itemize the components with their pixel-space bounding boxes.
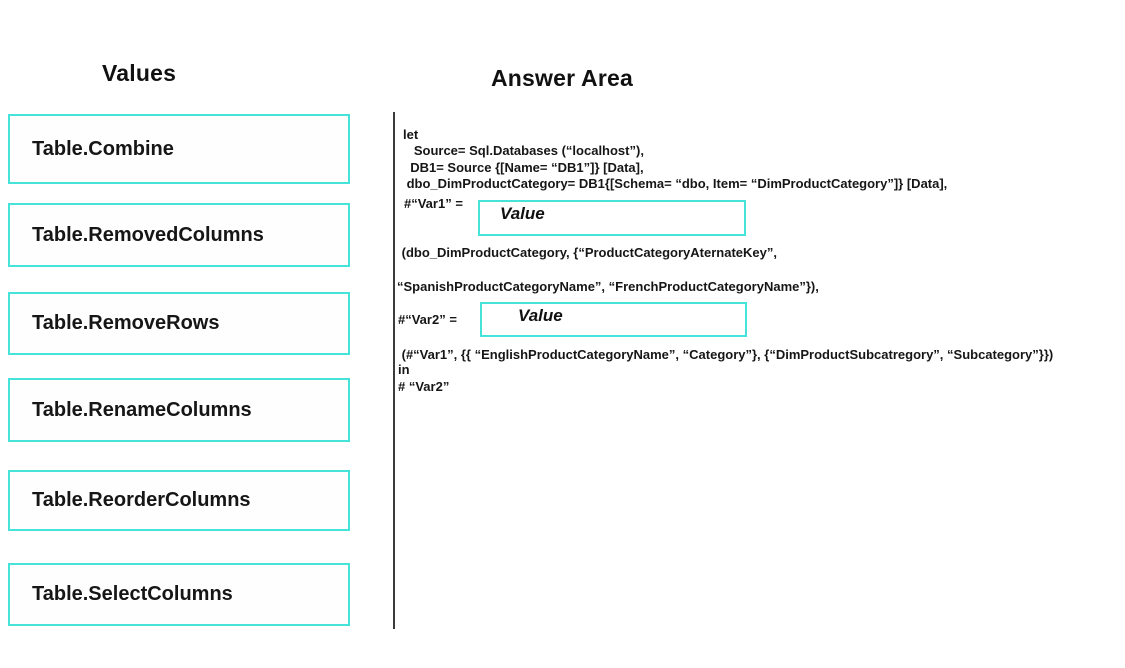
value-option-table-reordercolumns[interactable]: Table.ReorderColumns (8, 470, 350, 531)
code-line-let: let (403, 127, 419, 142)
code-line-db1: DB1= Source {[Name= “DB1”]} [Data], (403, 160, 644, 175)
value-option-table-selectcolumns[interactable]: Table.SelectColumns (8, 563, 350, 626)
code-line-rename-args: (#“Var1”, {{ “EnglishProductCategoryName… (398, 347, 1054, 362)
value-option-label: Table.RemoveRows (32, 312, 220, 334)
code-line-removed-args-1: (dbo_DimProductCategory, {“ProductCatego… (398, 245, 777, 260)
value-option-label: Table.Combine (32, 137, 174, 160)
drop-target-var1[interactable]: Value (478, 200, 746, 236)
value-option-table-removedcolumns[interactable]: Table.RemovedColumns (8, 203, 350, 267)
code-line-var1-label: #“Var1” = (404, 196, 463, 211)
drop-target-var2[interactable]: Value (480, 302, 747, 337)
answer-area-title: Answer Area (491, 65, 633, 91)
value-option-table-combine[interactable]: Table.Combine (8, 114, 350, 184)
code-line-in: in (398, 362, 410, 377)
drop-target-var2-value: Value (518, 306, 563, 325)
value-option-table-removerows[interactable]: Table.RemoveRows (8, 292, 350, 355)
values-title: Values (102, 60, 177, 86)
code-line-removed-args-2: “SpanishProductCategoryName”, “FrenchPro… (397, 279, 819, 294)
code-line-dimproductcategory: dbo_DimProductCategory= DB1{[Schema= “db… (403, 176, 948, 191)
panel-divider (393, 112, 395, 629)
code-line-source: Source= Sql.Databases (“localhost”), (403, 143, 644, 158)
value-option-label: Table.RenameColumns (32, 398, 252, 421)
drop-target-var1-value: Value (500, 204, 545, 223)
value-option-table-renamecolumns[interactable]: Table.RenameColumns (8, 378, 350, 442)
value-option-label: Table.ReorderColumns (32, 489, 251, 511)
value-option-label: Table.SelectColumns (32, 583, 233, 605)
code-line-var2-label: #“Var2” = (398, 312, 457, 327)
code-line-result-var2: # “Var2” (398, 379, 450, 394)
value-option-label: Table.RemovedColumns (32, 223, 264, 246)
